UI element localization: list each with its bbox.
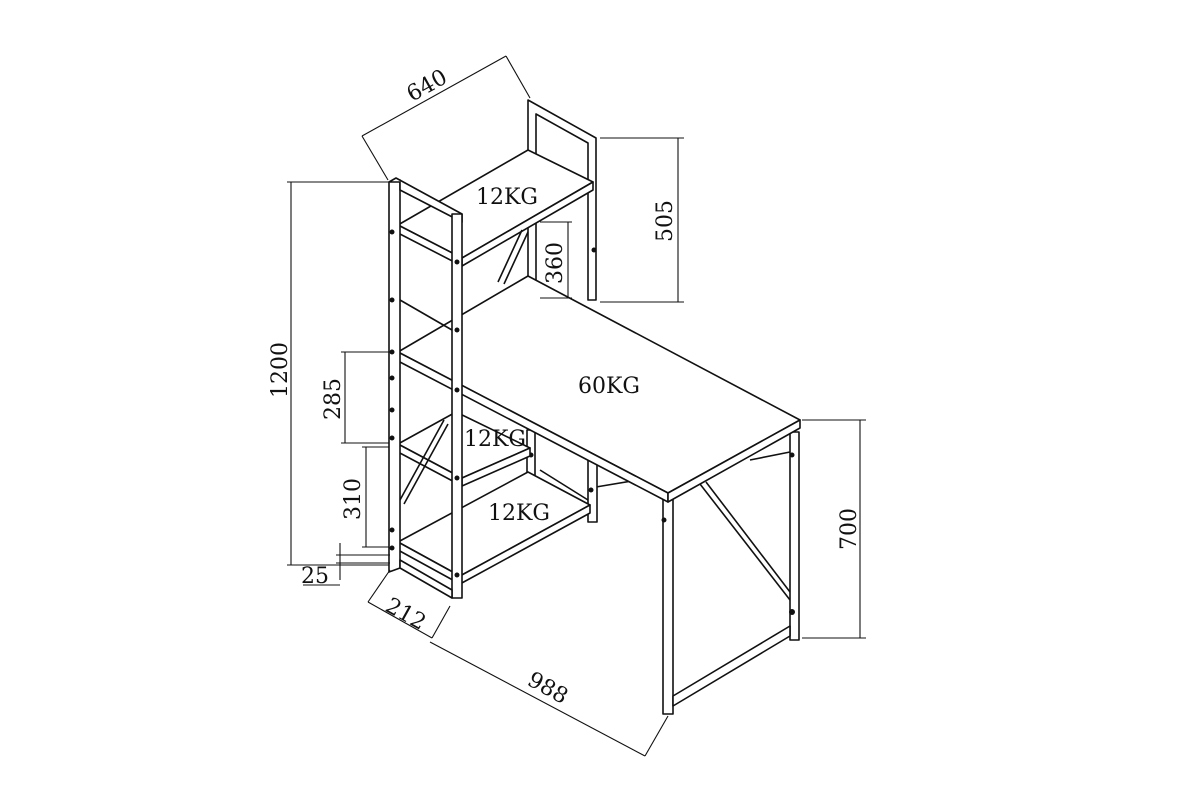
desk-right-frame xyxy=(589,431,800,715)
dim-foot-clearance: 25 xyxy=(301,564,329,589)
desk-top xyxy=(397,275,801,503)
dim-desk-height: 700 xyxy=(837,508,862,550)
bottom-rail xyxy=(672,625,791,707)
bottom-shelf xyxy=(397,469,591,585)
dim-desk-length: 988 xyxy=(523,667,572,709)
back-right-leg xyxy=(789,431,800,641)
dimension-lines xyxy=(287,55,866,757)
cross-brace xyxy=(699,483,791,601)
dim-shelf-height: 505 xyxy=(653,200,678,242)
dim-shelf-gap-lower: 310 xyxy=(341,478,366,520)
load-middle-shelf: 12KG xyxy=(464,427,526,452)
dim-shelf-depth: 212 xyxy=(381,593,430,635)
front-right-upright xyxy=(451,213,463,599)
load-bottom-shelf: 12KG xyxy=(488,501,550,526)
load-desk-top: 60KG xyxy=(578,374,640,399)
dim-inner-height: 360 xyxy=(543,242,568,284)
front-uprights xyxy=(388,177,463,599)
front-right-leg xyxy=(662,491,674,715)
load-top-shelf: 12KG xyxy=(476,185,538,210)
dim-width-top: 640 xyxy=(403,65,452,107)
dim-shelf-gap-upper: 285 xyxy=(321,378,346,420)
dim-total-height: 1200 xyxy=(268,342,293,398)
